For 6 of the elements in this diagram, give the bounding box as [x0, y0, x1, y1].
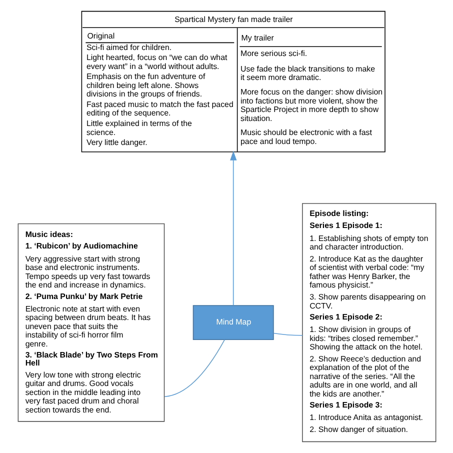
node-box: Mind Map	[192, 305, 274, 340]
node-box: Music ideas: 1. ‘Rubicon’ by Audiomachine Very aggressive start with strong base and electronic instruments. Tempo speeds up very fast towards the end and increase in dynamics. 2. ‘Puma Punku’ by Mark Petrie Electronic note at start with even spacing between drum beats. It has uneven pace that suits the instability of sci-fi horror film genre. 3. ‘Black Blade’ by Two Steps From Hell Very low tone with strong electric guitar and drums. Good vocals section in the middle leading into very fast paced drum and choral section towards the end.	[17, 223, 164, 422]
arrow	[230, 150, 236, 306]
connector	[272, 332, 302, 336]
node-box: Episode listing: Series 1 Episode 1: 1. Establishing shots of empty ton and character introduction. 2. Introduce Kat as the daughter of scientist with verbal code: “my father was Henry Barker, the famous physicist.” 3. Show parents disappearing on CCTV. Series 1 Episode 2: 1. Show division in groups of kids: “tribes closed remember.” Showing the attack on the hotel. 2. Show Reece’s deduction and explanation of the plot of the narrative of the series. “All the adults are in one world, and all the kids are another.” Series 1 Episode 3: 1. Introduce Anita as antagonist. 2. Show danger of situation.	[302, 203, 436, 442]
connector	[164, 339, 224, 398]
